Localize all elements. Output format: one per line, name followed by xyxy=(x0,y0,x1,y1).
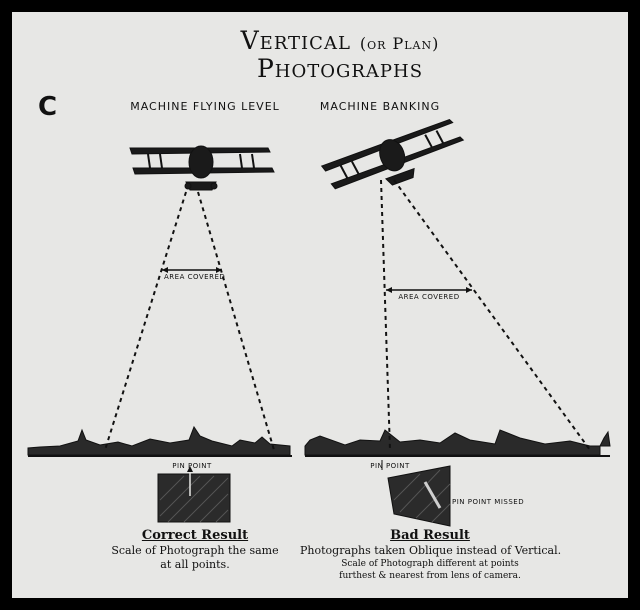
correct-photograph xyxy=(157,473,231,523)
bad-photograph-hatch xyxy=(393,469,451,523)
missed-mark xyxy=(423,481,442,509)
pin-point-right: PIN POINT xyxy=(370,462,410,470)
panel-letter: C xyxy=(38,92,58,122)
title-line-1: Vertical (or Plan) xyxy=(240,26,440,55)
pin-point-left: PIN POINT xyxy=(172,462,212,470)
ground-right xyxy=(304,429,611,456)
title-line-2: Photographs xyxy=(256,54,424,83)
bad-result-line-3: furthest & nearest from lens of camera. xyxy=(339,571,521,581)
right-cone-edge-left xyxy=(380,179,391,451)
heading-banking: MACHINE BANKING xyxy=(319,100,441,113)
bad-photograph xyxy=(387,465,451,527)
area-covered-left: AREA COVERED xyxy=(164,273,226,281)
biplane-banking-icon xyxy=(320,118,465,190)
correct-result-title: Correct Result xyxy=(141,528,249,543)
bad-result-title: Bad Result xyxy=(390,528,470,543)
left-cone-edge-left xyxy=(104,191,187,451)
right-cone-edge-right xyxy=(393,179,591,451)
biplane-level-icon xyxy=(129,145,275,191)
pin-point-missed: PIN POINT MISSED xyxy=(452,498,525,506)
ground-left xyxy=(27,425,291,456)
left-cone-edge-right xyxy=(197,191,275,451)
bad-result-line-2: Scale of Photograph different at points xyxy=(341,559,519,569)
area-covered-right: AREA COVERED xyxy=(398,293,460,301)
correct-photograph-hatch xyxy=(159,475,229,523)
correct-result-line-1: Scale of Photograph the same xyxy=(111,544,279,557)
bad-result-line-1: Photographs taken Oblique instead of Ver… xyxy=(300,544,562,557)
correct-result-line-2: at all points. xyxy=(160,558,230,571)
slide-card xyxy=(12,12,628,598)
heading-level: MACHINE FLYING LEVEL xyxy=(130,100,280,113)
